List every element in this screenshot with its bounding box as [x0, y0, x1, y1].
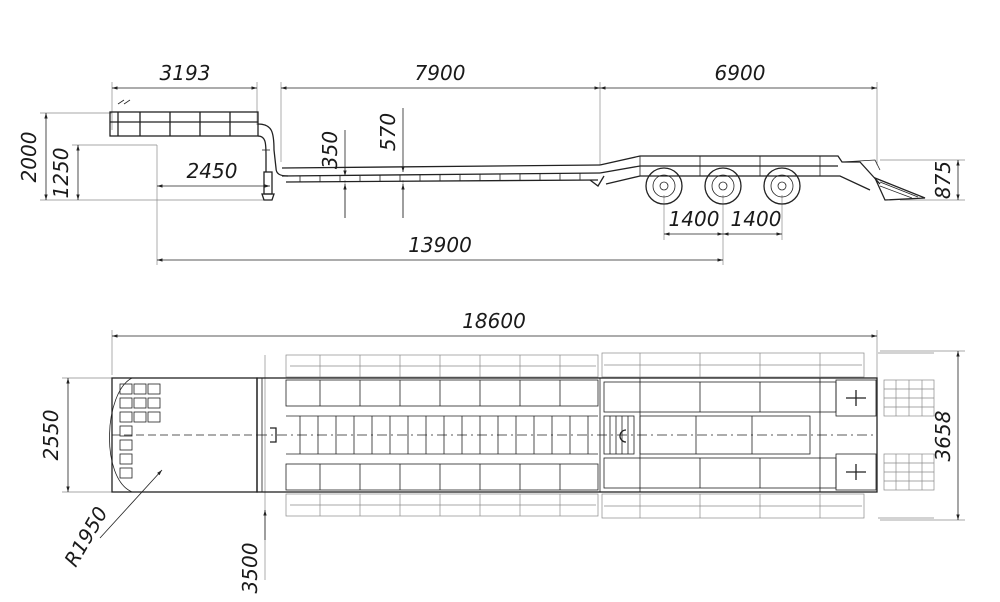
plan-extension-lines: [62, 330, 965, 580]
dim-neck-to-leg: 2450: [187, 159, 238, 183]
dim-neck-width: 2550: [39, 410, 63, 461]
dim-rear-length: 6900: [715, 61, 766, 85]
wheel-2: [704, 167, 742, 205]
dim-height-neck: 1250: [49, 148, 73, 199]
dim-axle-spacing-2: 1400: [731, 207, 782, 231]
dim-width-main: 3500: [238, 543, 262, 594]
dim-deck-length: 7900: [415, 61, 466, 85]
dim-rear-height: 875: [931, 161, 955, 199]
dim-turn-radius: R1950: [59, 502, 112, 570]
main-deck-plan: [256, 377, 878, 493]
wheel-1: [645, 167, 683, 205]
dim-deck-height: 350: [318, 131, 342, 169]
dim-axle-spacing-1: 1400: [669, 207, 720, 231]
dim-gooseneck-length: 3193: [160, 61, 211, 85]
dim-overall-length: 18600: [462, 309, 526, 333]
outriggers: [285, 352, 935, 519]
gooseneck-plan: [109, 377, 258, 493]
plan-view: 18600 2550 R1950 3658 3500: [39, 309, 965, 593]
plan-dimension-lines: [66, 334, 960, 540]
wheels: [645, 167, 801, 205]
loading-ramp: [873, 176, 926, 201]
side-dimension-lines: [44, 86, 960, 262]
side-view: 3193 7900 6900 2000 1250 2450 350 570 13…: [17, 61, 965, 265]
dim-kingpin-to-axle: 13900: [408, 233, 472, 257]
wheel-3: [763, 167, 801, 205]
main-deck: [281, 164, 605, 187]
dim-width-with-outriggers: 3658: [931, 411, 955, 462]
dim-rear-deck-height: 570: [376, 113, 400, 151]
gooseneck: [109, 99, 289, 201]
rear-section: [599, 155, 881, 191]
dim-height-total: 2000: [17, 132, 41, 183]
